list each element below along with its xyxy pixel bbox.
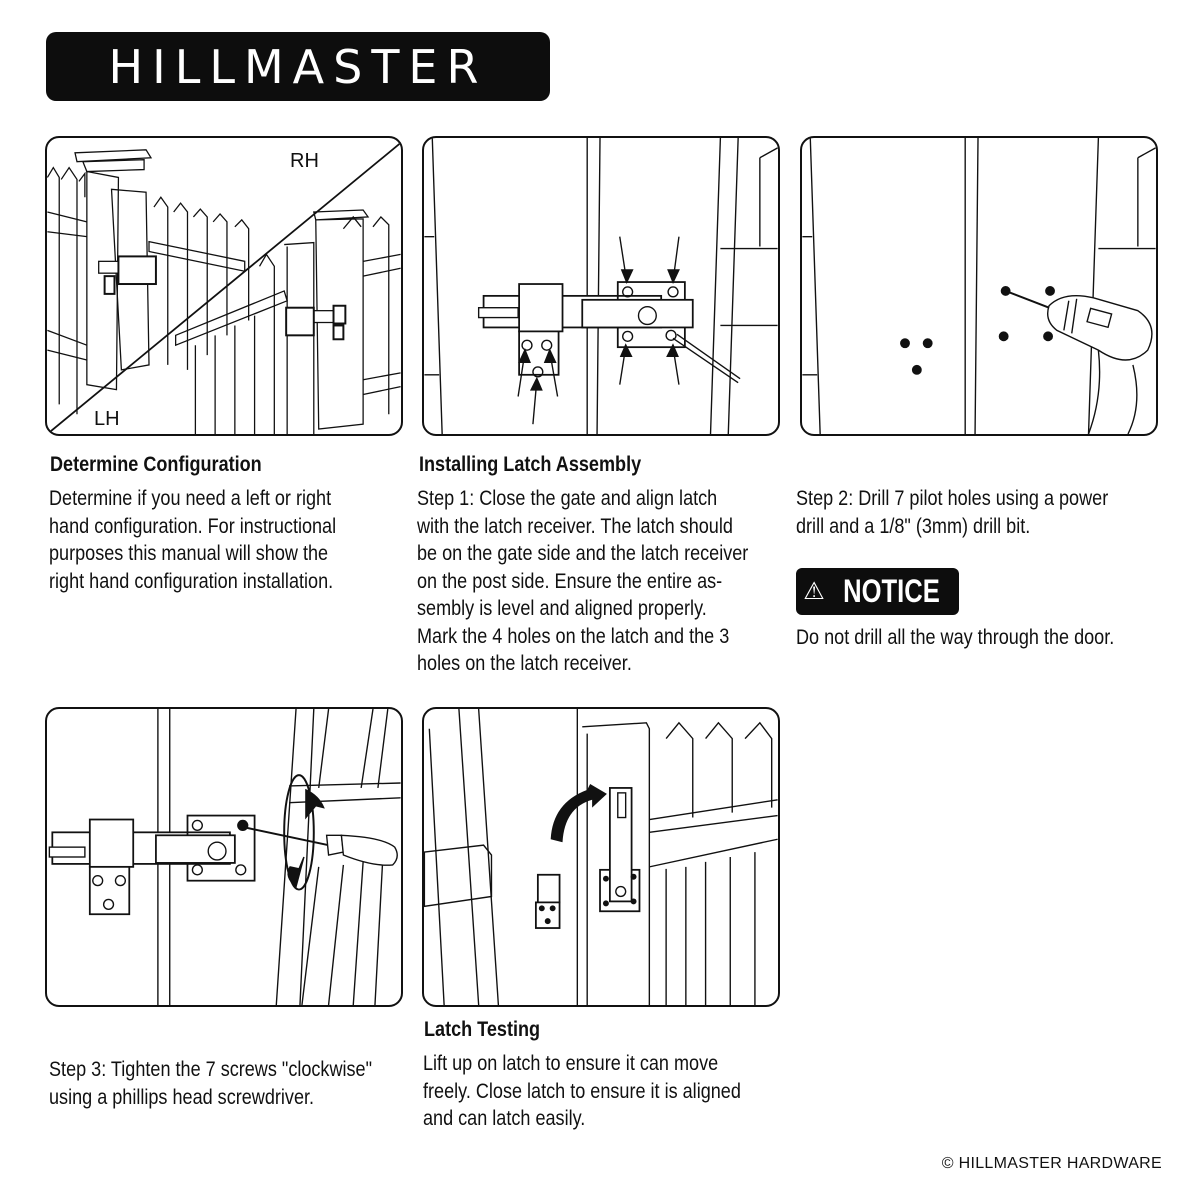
warning-triangle-icon: ⚠ bbox=[803, 578, 825, 605]
lh-label: LH bbox=[94, 408, 120, 430]
latch-alignment-drawing bbox=[424, 138, 778, 434]
configuration-illustration: RH LH bbox=[45, 136, 403, 436]
rh-label: RH bbox=[290, 150, 319, 172]
step-1-text: Step 1: Close the gate and align latch w… bbox=[417, 487, 749, 675]
power-drill-drawing bbox=[802, 138, 1156, 434]
screwdriver-drawing bbox=[48, 709, 401, 1005]
fence-gate-drawing bbox=[47, 142, 401, 434]
tighten-screws-illustration bbox=[45, 707, 403, 1007]
hillmaster-logo: HILLMASTER bbox=[46, 32, 550, 101]
mark-holes-illustration bbox=[422, 136, 780, 436]
determine-configuration-text: Determine if you need a left or right ha… bbox=[49, 487, 337, 593]
copyright-footer: © HILLMASTER HARDWARE bbox=[941, 1155, 1162, 1172]
installing-latch-heading: Installing Latch Assembly bbox=[419, 453, 642, 476]
determine-configuration-heading: Determine Configuration bbox=[50, 453, 262, 476]
step-2-text: Step 2: Drill 7 pilot holes using a powe… bbox=[796, 487, 1109, 538]
latch-lift-drawing bbox=[424, 709, 778, 1005]
notice-label: NOTICE bbox=[842, 573, 940, 609]
drill-holes-illustration bbox=[800, 136, 1158, 436]
latch-testing-text: Lift up on latch to ensure it can move f… bbox=[423, 1052, 741, 1130]
step-3-text: Step 3: Tighten the 7 screws "clockwise"… bbox=[49, 1058, 373, 1109]
latch-testing-illustration bbox=[422, 707, 780, 1007]
logo-text: HILLMASTER bbox=[108, 39, 488, 94]
notice-text: Do not drill all the way through the doo… bbox=[796, 626, 1115, 649]
latch-testing-heading: Latch Testing bbox=[424, 1018, 541, 1041]
notice-badge: ⚠ NOTICE bbox=[796, 568, 959, 615]
